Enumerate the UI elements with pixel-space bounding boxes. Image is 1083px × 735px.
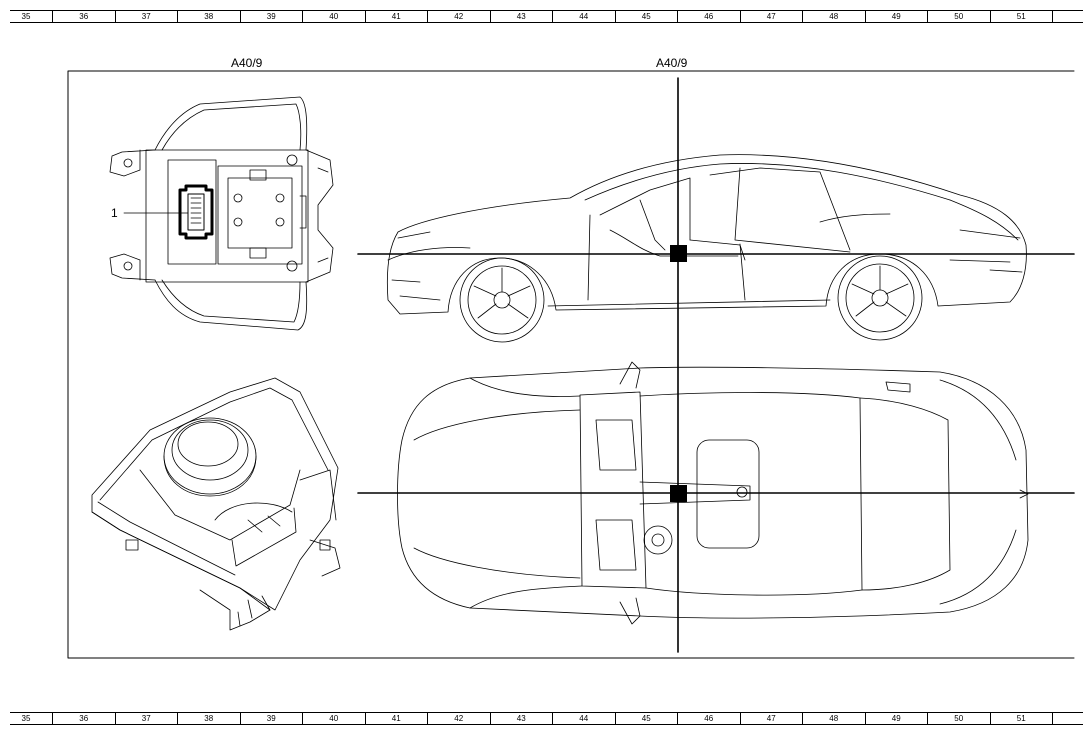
top-ruler-column-47: 47 bbox=[739, 11, 803, 22]
bottom-ruler-column-39: 39 bbox=[239, 713, 303, 724]
top-ruler-column-51: 51 bbox=[989, 11, 1053, 22]
drawing-frame bbox=[67, 70, 1075, 659]
top-ruler-column-39: 39 bbox=[239, 11, 303, 22]
bottom-ruler-column-35: 35 bbox=[21, 714, 31, 723]
location-crosshairs bbox=[357, 77, 1075, 653]
top-ruler-column-empty bbox=[1052, 11, 1083, 22]
bottom-ruler-column-43: 43 bbox=[489, 713, 553, 724]
bottom-ruler-column-41: 41 bbox=[364, 713, 428, 724]
bottom-ruler-column-empty bbox=[1052, 713, 1083, 724]
bottom-ruler-column-42: 42 bbox=[427, 713, 490, 724]
top-ruler-column-48: 48 bbox=[802, 11, 865, 22]
bottom-ruler-column-46: 46 bbox=[677, 713, 740, 724]
location-marker-side-view bbox=[670, 245, 687, 262]
bottom-ruler-column-38: 38 bbox=[177, 713, 240, 724]
bottom-ruler-column-44: 44 bbox=[552, 713, 615, 724]
control-unit-top-view bbox=[109, 96, 334, 331]
top-ruler-column-35: 35 bbox=[21, 12, 31, 21]
control-unit-perspective-view bbox=[91, 377, 341, 631]
top-ruler-column-45: 45 bbox=[614, 11, 678, 22]
top-ruler-column-43: 43 bbox=[489, 11, 553, 22]
top-ruler-column-41: 41 bbox=[364, 11, 428, 22]
callout-number-1: 1 bbox=[111, 206, 118, 220]
top-ruler-column-49: 49 bbox=[864, 11, 928, 22]
top-ruler-column-40: 40 bbox=[302, 11, 365, 22]
top-ruler-column-42: 42 bbox=[427, 11, 490, 22]
bottom-ruler-column-47: 47 bbox=[739, 713, 803, 724]
bottom-ruler-column-36: 36 bbox=[52, 713, 115, 724]
component-label-vehicle-location: A40/9 bbox=[656, 56, 688, 70]
bottom-ruler-column-40: 40 bbox=[302, 713, 365, 724]
top-ruler-column-36: 36 bbox=[52, 11, 115, 22]
top-ruler-column-38: 38 bbox=[177, 11, 240, 22]
bottom-ruler-column-37: 37 bbox=[114, 713, 178, 724]
location-marker-top-view bbox=[670, 485, 687, 502]
bottom-ruler-column-48: 48 bbox=[802, 713, 865, 724]
top-ruler-column-44: 44 bbox=[552, 11, 615, 22]
vehicle-top-view bbox=[397, 361, 1029, 625]
vehicle-side-view bbox=[386, 154, 1027, 343]
bottom-ruler-column-45: 45 bbox=[614, 713, 678, 724]
top-ruler-column-46: 46 bbox=[677, 11, 740, 22]
bottom-ruler-column-50: 50 bbox=[927, 713, 990, 724]
top-ruler-column-50: 50 bbox=[927, 11, 990, 22]
top-ruler-column-37: 37 bbox=[114, 11, 178, 22]
bottom-ruler-column-51: 51 bbox=[989, 713, 1053, 724]
component-label-connector-view: A40/9 bbox=[231, 56, 263, 70]
bottom-ruler-column-49: 49 bbox=[864, 713, 928, 724]
connector-outline bbox=[178, 184, 214, 240]
